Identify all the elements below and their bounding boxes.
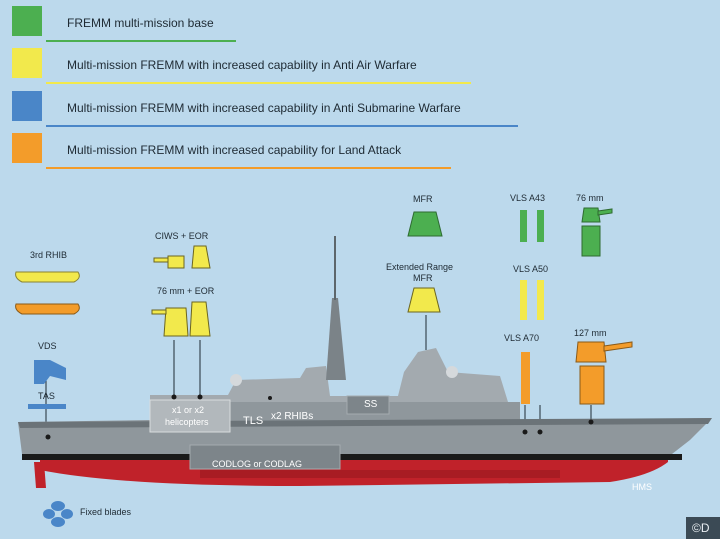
vls-a43-cell xyxy=(537,210,544,242)
ss-box xyxy=(346,395,390,415)
legend-underline xyxy=(46,82,471,84)
label-fixed-blades: Fixed blades xyxy=(80,507,132,517)
legend-swatch-yellow xyxy=(12,48,42,78)
label-mfr: MFR xyxy=(413,194,433,204)
label-vds: VDS xyxy=(38,341,57,351)
rhib-orange xyxy=(15,303,80,315)
label-tas: TAS xyxy=(38,391,55,401)
vls-a50-cell xyxy=(520,280,527,320)
vls-a43-cell xyxy=(520,210,527,242)
label-76mm: 76 mm xyxy=(576,193,604,203)
legend-swatch-orange xyxy=(12,133,42,163)
label-extended-mfr: MFR xyxy=(413,273,433,283)
label-vls-a50: VLS A50 xyxy=(513,264,549,274)
label-tls: TLS xyxy=(243,415,264,427)
label-rhibs: x2 RHIBs xyxy=(271,411,314,422)
legend-underline xyxy=(46,125,518,127)
copyright-badge: ©D xyxy=(686,517,720,539)
rudder xyxy=(34,462,46,488)
legend-label: FREMM multi-mission base xyxy=(67,16,214,30)
rhib-yellow xyxy=(15,271,80,283)
label-ss: SS xyxy=(364,399,378,410)
hull-fittings xyxy=(45,394,594,440)
label-76mm-eor: 76 mm + EOR xyxy=(157,286,215,296)
superstructure xyxy=(150,348,508,402)
mfr-yellow xyxy=(407,287,441,313)
engine-box xyxy=(189,444,341,470)
label-3rd-rhib: 3rd RHIB xyxy=(30,250,68,260)
propeller-icon xyxy=(43,501,73,527)
tas-icon xyxy=(28,404,66,409)
label-heli-2: helicopters xyxy=(165,417,209,427)
legend-underline xyxy=(46,40,236,42)
label-heli-1: x1 or x2 xyxy=(172,405,205,415)
label-extended-range: Extended Range xyxy=(386,262,454,272)
legend-label: Multi-mission FREMM with increased capab… xyxy=(67,143,402,157)
dome xyxy=(230,374,242,386)
vls-a70-cell xyxy=(521,352,530,404)
gun-127mm xyxy=(575,341,633,405)
dome xyxy=(446,366,458,378)
label-vls-a70: VLS A70 xyxy=(504,333,540,343)
label-127mm: 127 mm xyxy=(574,328,607,338)
legend-swatch-blue xyxy=(12,91,42,121)
legend-label: Multi-mission FREMM with increased capab… xyxy=(67,101,461,115)
waterline xyxy=(22,454,682,460)
eor-turrets xyxy=(151,301,211,337)
legend-label: Multi-mission FREMM with increased capab… xyxy=(67,58,417,72)
keel-shade xyxy=(200,470,560,478)
gun-76mm xyxy=(581,207,613,257)
vds-icon xyxy=(34,360,66,384)
label-hms: HMS xyxy=(632,482,652,492)
label-codlog: CODLOG or CODLAG xyxy=(212,459,303,469)
label-ciws-eor: CIWS + EOR xyxy=(155,231,209,241)
vls-a50-cell xyxy=(537,280,544,320)
ciws-turrets xyxy=(153,245,211,269)
label-vls-a43: VLS A43 xyxy=(510,193,546,203)
legend-swatch-green xyxy=(12,6,42,36)
heli-hangar-box xyxy=(149,399,231,433)
mfr-green xyxy=(407,211,443,237)
mast xyxy=(326,298,346,380)
legend-underline xyxy=(46,167,451,169)
